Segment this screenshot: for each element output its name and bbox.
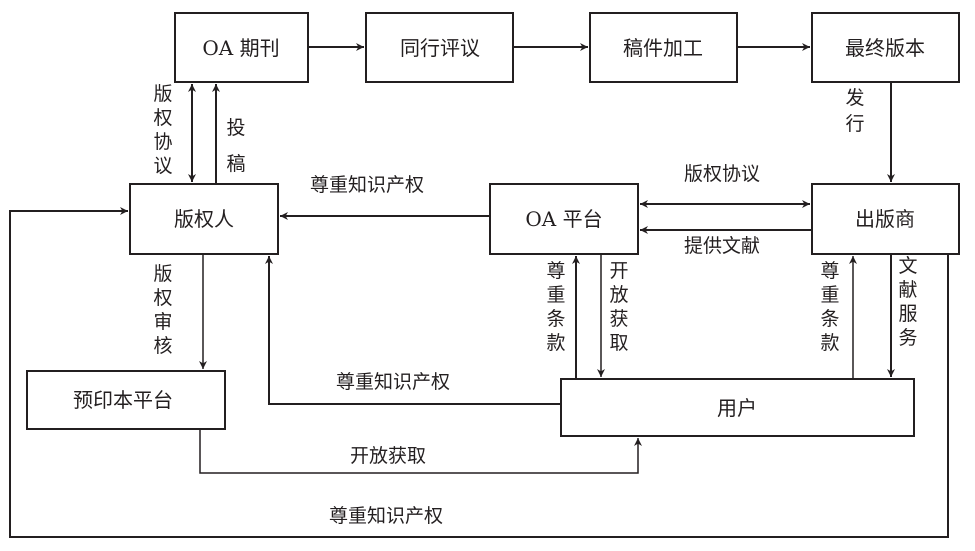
edge-label-release-1: 发 [845,87,864,109]
arrow-preprint-to-user [199,429,642,474]
node-manuscript-processing-label: 稿件加工 [623,36,703,60]
node-publisher-label: 出版商 [855,207,915,231]
node-publisher: 出版商 [811,183,960,255]
edge-label-respect-ip-bottom: 尊重知识产权 [329,505,443,527]
arrow-publisher-to-holder-loop [9,207,949,538]
edge-label-review-4: 核 [153,335,172,357]
edge-label-submission-2: 稿 [226,153,245,175]
node-peer-review: 同行评议 [365,12,514,83]
edge-label-open-access-bottom: 开放获取 [350,445,426,467]
edge-label-provide-literature: 提供文献 [684,235,760,257]
edge-label-terms-pub-3: 条 [820,308,839,330]
node-oa-platform-label: OA 平台 [525,207,602,231]
edge-label-respect-ip-top: 尊重知识产权 [310,174,424,196]
edge-label-open-oa-1: 开 [609,260,628,282]
node-final-version-label: 最终版本 [845,36,925,60]
edge-label-agreement-h: 版权协议 [684,163,760,185]
edge-label-agreement-v-2: 权 [153,107,172,129]
arrow-user-to-holder [265,256,561,405]
edge-label-service-1: 文 [898,255,917,277]
node-user: 用户 [560,378,915,437]
edge-label-terms-oa-4: 款 [546,332,565,354]
node-copyright-holder: 版权人 [129,183,279,255]
node-oa-platform: OA 平台 [489,183,639,255]
edge-label-review-1: 版 [153,263,172,285]
edge-label-terms-oa-1: 尊 [546,260,565,282]
edge-label-agreement-v-3: 协 [153,131,172,153]
edge-label-terms-pub-1: 尊 [820,260,839,282]
edge-label-respect-ip-middle: 尊重知识产权 [336,371,450,393]
edge-label-terms-pub-4: 款 [820,332,839,354]
node-copyright-holder-label: 版权人 [174,207,234,231]
edge-label-open-oa-3: 获 [609,308,628,330]
edge-label-terms-oa-3: 条 [546,308,565,330]
edge-label-review-3: 审 [153,311,172,333]
edge-label-agreement-v-4: 议 [153,155,172,177]
node-oa-journal: OA 期刊 [174,12,309,83]
edge-label-open-oa-2: 放 [609,284,628,306]
edge-label-service-3: 服 [898,303,917,325]
edge-label-service-4: 务 [898,327,917,349]
edge-label-terms-pub-2: 重 [820,284,839,306]
edge-label-service-2: 献 [898,279,917,301]
node-preprint-platform: 预印本平台 [26,370,226,430]
edge-label-submission-1: 投 [226,117,245,139]
node-manuscript-processing: 稿件加工 [589,12,738,83]
node-user-label: 用户 [717,396,757,420]
edge-label-release-2: 行 [845,113,864,135]
edge-label-agreement-v-1: 版 [153,83,172,105]
node-oa-journal-label: OA 期刊 [202,36,279,60]
edge-label-terms-oa-2: 重 [546,284,565,306]
edge-label-open-oa-4: 取 [609,332,628,354]
node-preprint-platform-label: 预印本平台 [73,388,173,412]
node-peer-review-label: 同行评议 [400,36,480,60]
node-final-version: 最终版本 [811,12,960,83]
edge-label-review-2: 权 [153,287,172,309]
